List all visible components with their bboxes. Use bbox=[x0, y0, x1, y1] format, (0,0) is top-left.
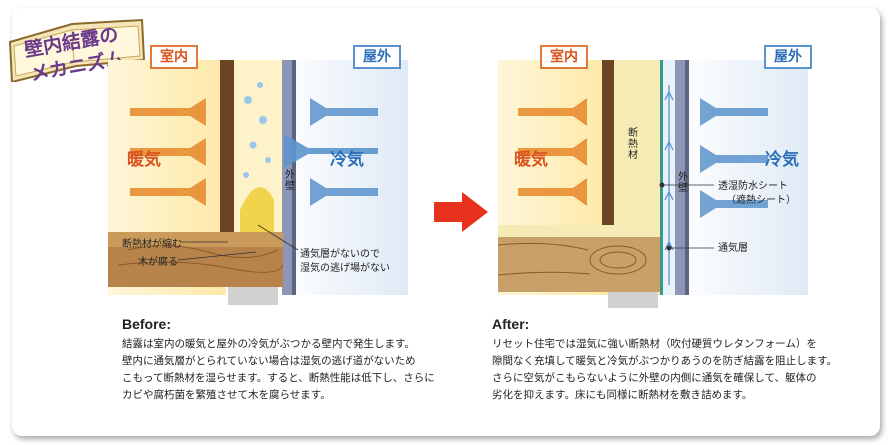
outdoor-area bbox=[276, 60, 408, 295]
exterior-wall bbox=[282, 60, 292, 295]
sheet-label-line1: 透湿防水シート bbox=[718, 181, 788, 192]
outdoor-area bbox=[676, 60, 808, 295]
after-warm-label: 暖気 bbox=[514, 150, 548, 170]
before-text-line3: こもって断熱材を湿らせます。すると、断熱性能は低下し、さらに bbox=[122, 372, 435, 384]
exterior-wall bbox=[675, 60, 685, 295]
floor-board bbox=[108, 232, 283, 247]
floor-wood bbox=[498, 237, 660, 292]
wood-rots-label: 木が腐る bbox=[138, 257, 178, 268]
before-text-line1: 結露は室内の暖気と屋外の冷気がぶつかる壁内で発生します。 bbox=[122, 338, 415, 350]
warm-air-arrows bbox=[130, 98, 206, 206]
insulation-shrinks-label: 断熱材が縮む bbox=[122, 239, 182, 250]
before-cold-label: 冷気 bbox=[330, 150, 364, 170]
vent-layer-label: 通気層 bbox=[718, 243, 748, 254]
after-text-line3: さらに空気がこもらないように外壁の内側に通気を確保して、躯体の bbox=[492, 372, 817, 384]
floor-joist bbox=[108, 247, 283, 287]
cold-air-arrows bbox=[284, 98, 378, 206]
shrunk-insulation bbox=[240, 187, 274, 240]
no-vent-line1: 通気層がないので bbox=[300, 249, 380, 260]
transition-arrow-icon bbox=[434, 192, 488, 232]
after-wall-label: 外壁 bbox=[678, 172, 688, 194]
after-text-line2: 隙間なく充填して暖気と冷気がぶつかりあうのを防ぎ結露を阻止します。 bbox=[492, 355, 838, 367]
after-heading: After: bbox=[492, 316, 530, 332]
interior-post bbox=[602, 60, 614, 235]
after-indoor-label: 室内 bbox=[540, 45, 588, 69]
after-insulation-label: 断熱材 bbox=[628, 128, 638, 161]
after-diagram bbox=[498, 60, 808, 308]
before-heading: Before: bbox=[122, 316, 172, 332]
before-diagram bbox=[108, 60, 408, 305]
after-text-line4: 劣化を抑えます。床にも同様に断熱材を敷き詰めます。 bbox=[492, 389, 753, 401]
after-cold-label: 冷気 bbox=[765, 150, 799, 170]
before-text-line2: 壁内に通気層がとられていない場合は湿気の逃げ道がないため bbox=[122, 355, 416, 367]
cold-air-arrows bbox=[700, 98, 768, 218]
foundation bbox=[608, 292, 658, 308]
before-indoor-label: 室内 bbox=[150, 45, 198, 69]
moisture-sheet bbox=[660, 60, 663, 295]
sheet-label-line2: （遮熱シート） bbox=[726, 195, 796, 206]
water-droplets bbox=[243, 82, 271, 178]
floor-insulation bbox=[498, 225, 660, 237]
before-warm-label: 暖気 bbox=[127, 150, 161, 170]
after-outdoor-label: 屋外 bbox=[764, 45, 812, 69]
no-vent-line2: 湿気の逃げ場がない bbox=[300, 263, 390, 274]
title-badge: 壁内結露の メカニズム bbox=[2, 2, 152, 86]
foundation bbox=[228, 287, 278, 305]
after-text-line1: リセット住宅では湿気に強い断熱材（吹付硬質ウレタンフォーム）を bbox=[492, 338, 817, 350]
before-outdoor-label: 屋外 bbox=[353, 45, 401, 69]
before-text-line4: カビや腐朽菌を繁殖させて木を腐らせます。 bbox=[122, 389, 331, 401]
warm-air-arrows bbox=[518, 98, 587, 206]
before-wall-label: 外壁 bbox=[285, 170, 295, 192]
interior-post bbox=[220, 60, 234, 240]
